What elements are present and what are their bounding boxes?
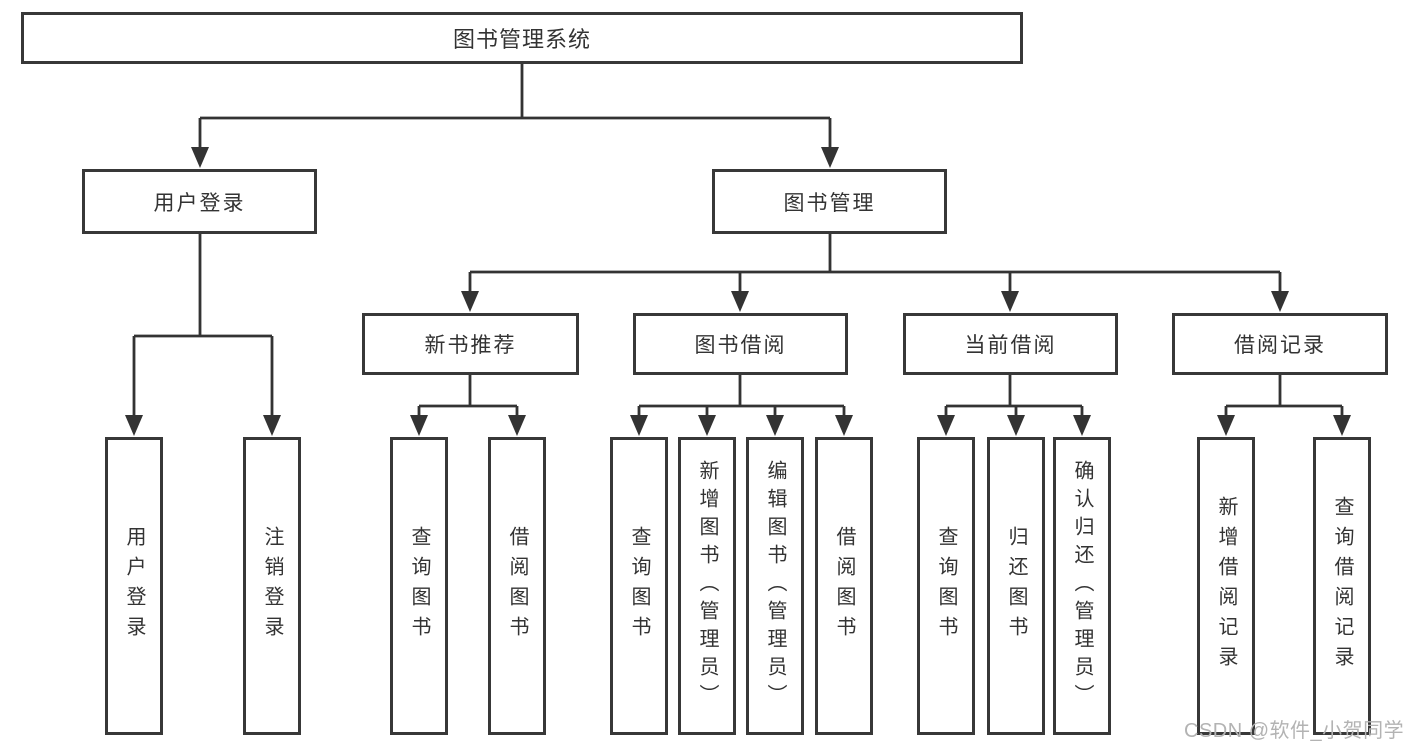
leaf-current-confirm-return-admin: 确认归还（管理员） — [1053, 437, 1111, 735]
leaf-borrow-add-books-admin: 新增图书（管理员） — [678, 437, 736, 735]
node-user-login: 用户登录 — [82, 169, 317, 234]
leaf-user-login: 用户登录 — [105, 437, 163, 735]
node-current-borrow: 当前借阅 — [903, 313, 1118, 375]
csdn-watermark: CSDN @软件_小贺同学 — [1184, 720, 1405, 742]
node-new-book-recommend: 新书推荐 — [362, 313, 579, 375]
node-library-management-system: 图书管理系统 — [21, 12, 1023, 64]
node-book-management: 图书管理 — [712, 169, 947, 234]
leaf-recommend-borrow-books: 借阅图书 — [488, 437, 546, 735]
node-borrow-records: 借阅记录 — [1172, 313, 1388, 375]
leaf-current-query-books: 查询图书 — [917, 437, 975, 735]
leaf-current-return-books: 归还图书 — [987, 437, 1045, 735]
leaf-records-query-borrow-record: 查询借阅记录 — [1313, 437, 1371, 735]
leaf-borrow-query-books: 查询图书 — [610, 437, 668, 735]
node-book-borrow: 图书借阅 — [633, 313, 848, 375]
leaf-borrow-edit-books-admin: 编辑图书（管理员） — [746, 437, 804, 735]
leaf-recommend-query-books: 查询图书 — [390, 437, 448, 735]
leaf-records-add-borrow-record: 新增借阅记录 — [1197, 437, 1255, 735]
leaf-logout: 注销登录 — [243, 437, 301, 735]
leaf-borrow-borrow-books: 借阅图书 — [815, 437, 873, 735]
